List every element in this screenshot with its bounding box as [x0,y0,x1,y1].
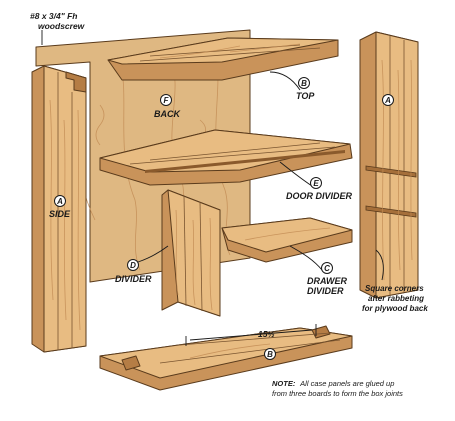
drawer-divider-callout: C DRAWER DIVIDER [307,262,347,296]
back-letter-badge [160,94,172,106]
drawer-divider-panel [221,217,353,263]
side-panel-right [359,31,419,299]
door-divider-label: DOOR DIVIDER [286,191,353,201]
door-divider-callout: E DOOR DIVIDER [286,177,353,201]
square-corners-line3: for plywood back [362,304,428,313]
back-label: BACK [154,109,181,119]
bottom-panel [99,325,353,391]
door-divider-letter: E [313,179,319,188]
square-corners-line1: Square corners [365,284,424,293]
square-corners-callout: Square corners after rabbeting for plywo… [362,284,428,313]
side-panel-left [31,65,87,353]
screw-label: #8 x 3/4" Fh [30,11,78,21]
screw-callout: #8 x 3/4" Fh woodscrew [30,11,86,31]
back-callout: F BACK [154,94,181,119]
side-right-letter-badge [382,94,394,106]
note-line1: All case panels are glued up [299,379,394,388]
square-corners-line2: after rabbeting [368,294,424,303]
divider-letter-badge [127,259,139,271]
bottom-letter-badge [264,348,276,360]
top-label: TOP [296,91,315,101]
bottom-letter: B [267,350,273,359]
side-right-callout: A [382,94,394,106]
side-left-callout: A SIDE [49,195,71,219]
drawer-divider-letter-badge [321,262,333,274]
top-letter: B [301,79,307,88]
note-block: NOTE: All case panels are glued up from … [272,379,403,398]
screw-label-line2: woodscrew [38,21,86,31]
side-right-letter: A [384,96,391,105]
drawer-divider-label-line2: DIVIDER [307,286,344,296]
note-line1-text: NOTE: All case panels are glued up [272,379,394,388]
note-line2: from three boards to form the box joints [272,389,403,398]
divider-panel [161,189,221,317]
top-panel [107,37,339,81]
bottom-callout: B [264,348,276,360]
back-letter: F [164,96,170,105]
dimension-label: 15½ [258,329,275,339]
divider-letter: D [130,261,136,270]
side-left-label: SIDE [49,209,71,219]
side-left-letter-badge [54,195,66,207]
drawer-divider-label-line1: DRAWER [307,276,347,286]
door-divider-letter-badge [310,177,322,189]
divider-label: DIVIDER [115,274,152,284]
top-letter-badge [298,77,310,89]
bottom-dimension: 15½ [258,329,275,339]
side-left-letter: A [56,197,63,206]
divider-callout: D DIVIDER [115,259,152,284]
drawer-divider-letter: C [324,264,330,273]
top-callout: B TOP [296,77,315,101]
leader-lines [41,30,384,346]
note-prefix: NOTE: [272,379,296,388]
door-divider-panel [99,129,353,186]
